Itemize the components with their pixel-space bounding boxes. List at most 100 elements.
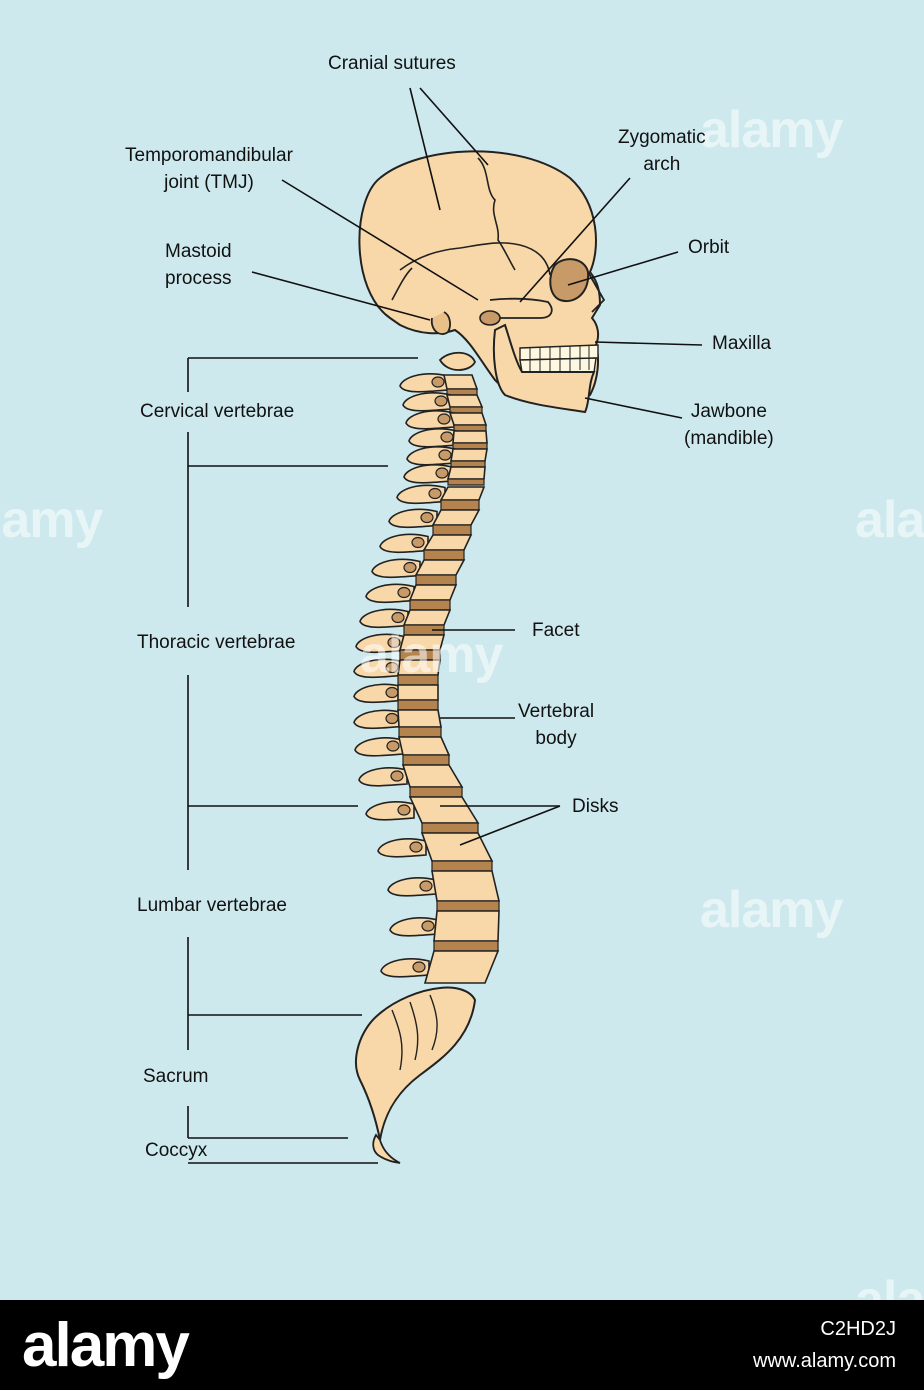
vertebral-body [397,709,442,728]
label-coccyx: Coccyx [145,1140,208,1161]
leader-mastoid [251,271,431,321]
intervertebral-foramen [390,770,404,782]
label-facet: Facet [532,620,580,641]
nasal-bone [587,271,606,313]
leader-lines [187,87,703,1164]
orbit-socket [549,258,590,303]
intervertebral-disk [436,900,500,912]
sacrum-bone [355,986,477,1141]
vertebral-body [445,394,484,408]
intervertebral-disk [409,786,463,798]
intervertebral-foramen [411,536,425,549]
leader-disk-2 [459,805,561,846]
leader-zygomatic [519,177,631,303]
sacrum-coccyx [355,986,477,1164]
watermark: alamy [855,1271,924,1300]
label-orbit: Orbit [688,237,730,258]
atlas [438,351,476,371]
intervertebral-disk [446,388,478,396]
spine [353,373,501,984]
intervertebral-foramen [437,413,451,425]
watermark: alamy [700,101,843,159]
label-vertebral-body: Vertebral body [518,701,595,749]
leader-cranial-2 [419,87,489,166]
label-thoracic-vertebrae: Thoracic vertebrae [137,632,296,653]
leader-jawbone [584,397,683,419]
intervertebral-disk [440,499,480,511]
intervertebral-foramen [434,395,448,407]
watermark: alamy [700,881,843,939]
label-cranial-sutures: Cranial sutures [328,53,456,74]
sacral-ridges [391,994,438,1071]
intervertebral-disk [450,460,486,468]
intervertebral-disk [402,754,450,766]
intervertebral-disk [409,599,451,611]
intervertebral-foramen [385,661,399,674]
intervertebral-disk [421,822,479,834]
intervertebral-foramen [431,376,445,388]
cranium [358,150,602,401]
intervertebral-disk [453,424,487,432]
vertebral-body [450,448,488,462]
intervertebral-foramen [440,431,454,443]
label-maxilla: Maxilla [712,333,772,354]
label-lumbar-vertebrae: Lumbar vertebrae [137,895,287,916]
intervertebral-disk [447,478,485,486]
lower-teeth [519,357,597,373]
label-tmj: Temporomandibular joint (TMJ) [125,145,293,193]
intervertebral-disk [432,524,472,536]
label-zygomatic-arch: Zygomatic arch [618,127,706,175]
vertebral-body [408,796,480,824]
vertebral-body [408,584,458,601]
vertebral-body [448,412,488,426]
leader-orbit [567,251,679,286]
intervertebral-foramen [419,880,433,892]
mastoid [430,311,451,335]
vertebral-body [446,466,486,480]
intervertebral-foramen [438,449,452,461]
vertebral-body [398,736,451,756]
mandible [492,323,596,414]
intervertebral-disk [431,860,493,872]
vertebral-body [439,486,486,501]
coccyx-bone [372,1133,401,1164]
vertebral-body [431,509,481,526]
leader-tmj [281,179,479,301]
intervertebral-foramen [387,636,401,649]
skeleton-illustration [187,87,703,1164]
label-mastoid-process: Mastoid process [165,241,232,289]
intervertebral-disk [398,726,442,738]
image-id: C2HD2J [820,1318,896,1340]
vertebral-body [401,764,464,788]
intervertebral-foramen [420,511,434,524]
intervertebral-disk [415,574,457,586]
vertebral-body [414,559,466,576]
intervertebral-foramen [385,712,399,725]
vertebral-body [431,870,501,902]
intervertebral-disk [423,549,465,561]
footer-url: www.alamy.com [753,1350,896,1372]
intervertebral-foramen [385,686,399,699]
intervertebral-foramen [397,586,411,599]
intervertebral-disk [452,442,488,450]
vertebral-body [422,534,473,551]
intervertebral-foramen [412,961,426,973]
intervertebral-foramen [386,740,400,752]
intervertebral-foramen [428,487,442,500]
label-cervical-vertebrae: Cervical vertebrae [140,401,295,422]
intervertebral-foramen [435,467,449,479]
label-sacrum: Sacrum [143,1066,209,1087]
leader-maxilla [594,341,703,346]
intervertebral-foramen [403,561,417,574]
vertebral-body [402,609,452,626]
label-jawbone: Jawbone (mandible) [684,401,774,449]
footer-logo: alamy [22,1311,190,1380]
intervertebral-foramen [397,804,411,816]
intervertebral-foramen [421,920,435,932]
coronal-suture [477,157,516,271]
footer-bar: alamy C2HD2J www.alamy.com [0,1300,924,1390]
squamosal-suture [399,242,551,276]
vertebral-body [423,950,500,984]
vertebral-body [452,430,488,444]
label-disks: Disks [572,796,619,817]
